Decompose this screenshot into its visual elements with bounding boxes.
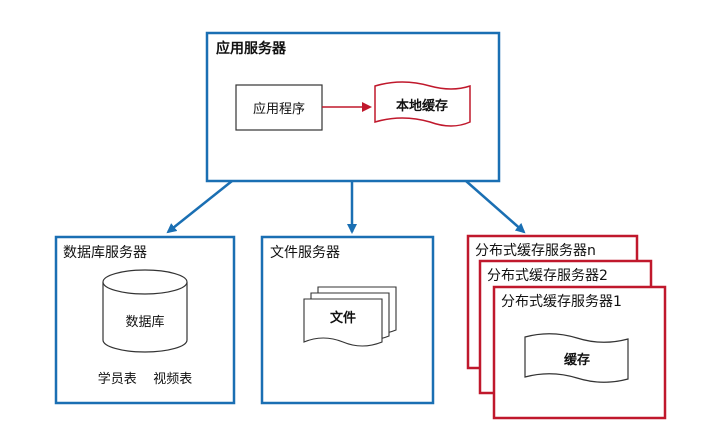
database-cylinder-icon (102, 269, 188, 353)
cache-label: 缓存 (564, 352, 590, 368)
files-label: 文件 (330, 310, 356, 326)
cache-document-icon (524, 333, 629, 383)
app-program-box: 应用程序 (235, 84, 323, 131)
database-label: 数据库 (125, 314, 164, 330)
arrow-to-db-server (166, 180, 233, 234)
file-server-title: 文件服务器 (270, 245, 340, 261)
documents-icon (303, 286, 397, 347)
app-server-box: 应用服务器 应用程序 本地缓存 (205, 31, 501, 183)
cache-server-n-title: 分布式缓存服务器n (475, 243, 596, 259)
db-server-title: 数据库服务器 (63, 245, 147, 261)
cache-server-2-title: 分布式缓存服务器2 (487, 268, 608, 284)
cache-server-1-box: 分布式缓存服务器1 缓存 (492, 285, 667, 420)
db-server-box: 数据库服务器 数据库 学员表 视频表 (54, 235, 236, 405)
db-tables-label: 学员表 视频表 (98, 371, 193, 387)
file-server-box: 文件服务器 文件 (260, 235, 435, 405)
app-program-label: 应用程序 (253, 101, 305, 117)
local-cache-shape: 本地缓存 (374, 81, 471, 127)
cache-server-1-title: 分布式缓存服务器1 (501, 294, 622, 310)
app-server-title: 应用服务器 (216, 40, 287, 57)
local-cache-label: 本地缓存 (396, 98, 448, 114)
arrow-to-cache-servers (465, 180, 526, 234)
